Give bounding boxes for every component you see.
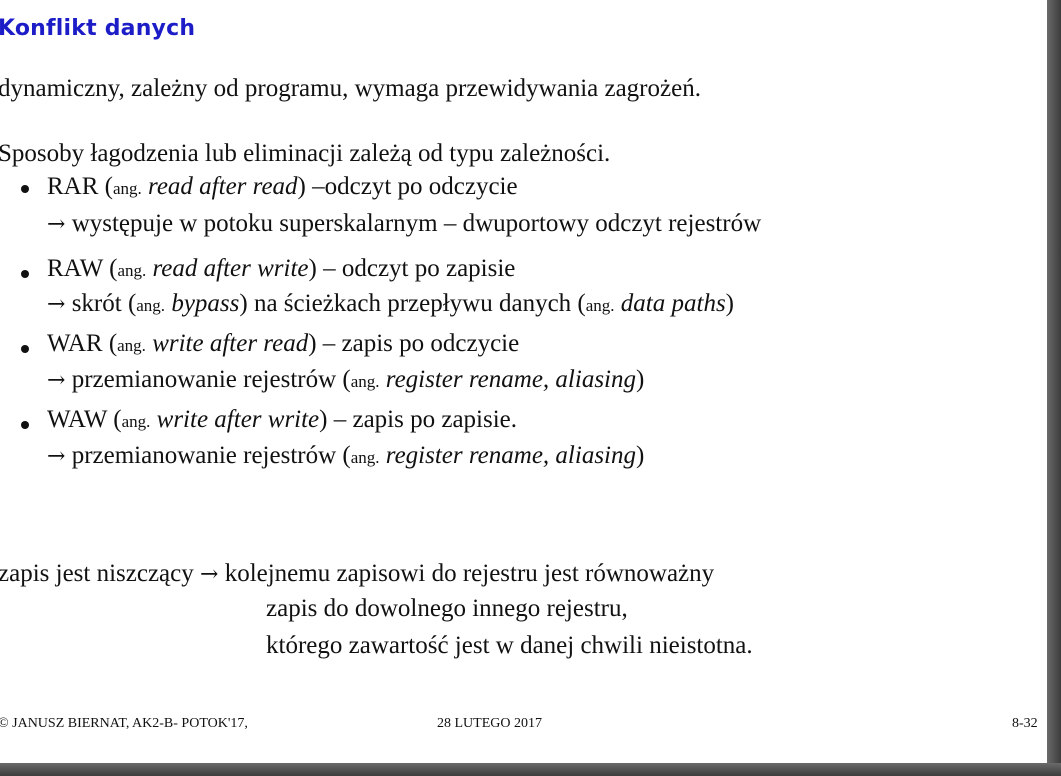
ang-label: ang.	[350, 448, 380, 467]
bullet-icon	[21, 185, 29, 193]
ang-label: ang.	[350, 372, 380, 391]
dependency-result-raw: → skrót (ang. bypass) na ścieżkach przep…	[47, 290, 734, 318]
result-text: przemianowanie rejestrów (	[71, 366, 351, 393]
dependency-code: RAW	[47, 255, 103, 282]
dependency-description: – zapis po odczycie	[322, 330, 520, 357]
result-text: przemianowanie rejestrów (	[71, 442, 351, 469]
conclusion-text: kolejnemu zapisowi do rejestru jest równ…	[224, 560, 715, 587]
dependency-item-rar: RAR (ang. read after read) –odczyt po od…	[47, 173, 518, 200]
dependency-result-rar: → występuje w potoku superskalarnym – dw…	[47, 210, 761, 238]
right-arrow-icon: →	[47, 292, 66, 317]
right-arrow-icon: →	[47, 444, 66, 469]
footer-date: 28 LUTEGO 2017	[437, 716, 542, 731]
bullet-icon	[21, 270, 29, 278]
dependency-description: – odczyt po zapisie	[323, 255, 516, 282]
ang-label: ang.	[585, 296, 615, 315]
right-arrow-icon: →	[47, 368, 66, 393]
english-term: read after read	[148, 173, 298, 200]
english-term: data paths	[620, 290, 726, 317]
result-text: )	[636, 442, 645, 469]
ang-label: ang.	[117, 336, 146, 355]
english-term: register rename, aliasing	[385, 366, 636, 393]
english-term: write after read	[152, 330, 309, 357]
result-text: ) na ścieżkach przepływu danych (	[239, 290, 586, 317]
conclusion-line-3: którego zawartość jest w danej chwili ni…	[266, 632, 753, 659]
dependency-code: WAW	[47, 406, 108, 433]
dependency-item-waw: WAW (ang. write after write) – zapis po …	[47, 406, 518, 433]
slide: Konflikt danych dynamiczny, zależny od p…	[0, 0, 1047, 763]
conclusion-line-2: zapis do dowolnego innego rejestru,	[266, 595, 628, 622]
english-term: bypass	[171, 290, 240, 317]
dependency-description: –odczyt po odczycie	[312, 173, 518, 200]
dependency-item-war: WAR (ang. write after read) – zapis po o…	[47, 330, 520, 357]
footer-author: © JANUSZ BIERNAT, AK2-B- POTOK'17,	[0, 716, 248, 731]
dependency-result-war: → przemianowanie rejestrów (ang. registe…	[47, 366, 644, 394]
ang-label: ang.	[136, 296, 166, 315]
english-term: read after write	[152, 255, 309, 282]
english-term: register rename, aliasing	[385, 442, 636, 469]
ang-label: ang.	[117, 261, 147, 280]
bullet-icon	[21, 421, 29, 429]
result-text: występuje w potoku superskalarnym – dwup…	[71, 210, 762, 237]
intro-text: dynamiczny, zależny od programu, wymaga …	[0, 75, 701, 102]
result-text: skrót (	[71, 290, 137, 317]
slide-title: Konflikt danych	[0, 16, 196, 41]
dependency-code: RAR	[47, 173, 99, 200]
bullet-icon	[21, 345, 29, 353]
dependency-result-waw: → przemianowanie rejestrów (ang. registe…	[47, 442, 644, 470]
right-arrow-icon: →	[200, 562, 219, 587]
dependency-item-raw: RAW (ang. read after write) – odczyt po …	[47, 255, 516, 282]
slide-shadow-right	[1047, 0, 1061, 776]
ang-label: ang.	[112, 179, 142, 198]
right-arrow-icon: →	[47, 212, 66, 237]
conclusion-text: zapis jest niszczący	[0, 560, 194, 587]
result-text: )	[725, 290, 734, 317]
english-term: write after write	[156, 406, 320, 433]
ang-label: ang.	[121, 412, 151, 431]
result-text: )	[636, 366, 645, 393]
dependency-code: WAR	[47, 330, 103, 357]
methods-heading: Sposoby łagodzenia lub eliminacji zależą…	[0, 140, 611, 167]
dependency-description: – zapis po zapisie.	[333, 406, 518, 433]
slide-shadow-bottom	[0, 763, 1061, 776]
conclusion-line-1: zapis jest niszczący → kolejnemu zapisow…	[0, 560, 714, 588]
footer-page-number: 8-32	[1012, 716, 1038, 731]
